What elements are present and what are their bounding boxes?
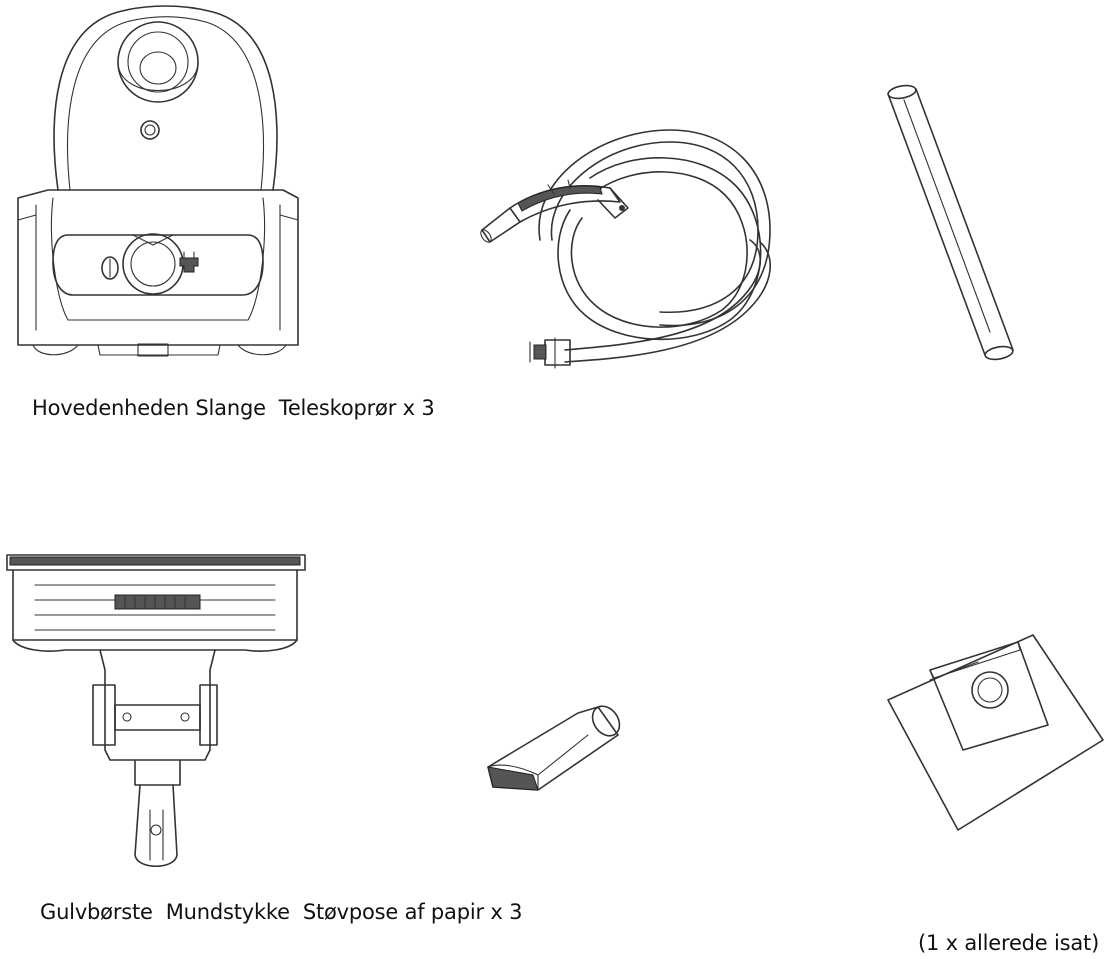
floor-brush-illustration [5,545,315,885]
telescopic-tube-illustration [880,80,1030,370]
caption-row1: Hovedenheden Slange Teleskoprør x 3 [32,396,435,420]
hose-illustration [470,90,780,380]
main-unit-illustration [8,0,308,370]
caption-note: (1 x allerede isat) [918,931,1100,955]
caption-row2: Gulvbørste Mundstykke Støvpose af papir … [40,900,523,924]
crevice-nozzle-illustration [478,695,638,805]
paper-bag-illustration [878,630,1108,840]
